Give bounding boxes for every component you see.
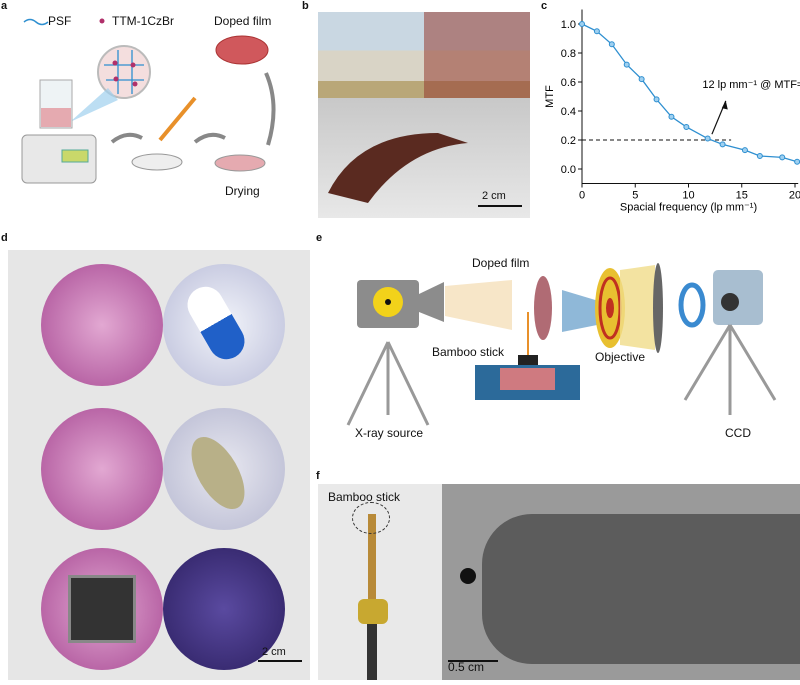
y-tick-label: 0.4 [561, 106, 576, 118]
data-point [608, 41, 615, 48]
y-tick-label: 1.0 [561, 19, 576, 31]
film-overlay [424, 12, 530, 98]
data-point [756, 152, 763, 159]
data-point [741, 147, 748, 154]
xray-image-bamboo [442, 484, 800, 680]
leaf-image [41, 408, 163, 530]
panel-b-scale: 2 cm [482, 190, 506, 202]
panel-a-schematic [21, 18, 276, 184]
e-ccd-label: CCD [725, 426, 751, 440]
xray-images-panel [8, 250, 310, 680]
e-doped-film-label: Doped film [472, 256, 530, 270]
x-tick-label: 10 [682, 190, 694, 202]
drying-dish-icon [214, 154, 266, 172]
y-tick-label: 0.8 [561, 48, 576, 60]
legend-psf: PSF [48, 14, 72, 28]
data-point [579, 21, 585, 27]
data-point [794, 158, 800, 165]
data-point [623, 61, 630, 68]
panel-e-label: e [316, 232, 323, 244]
doped-film-label: Doped film [214, 14, 272, 28]
petri-dish-icon [131, 153, 183, 171]
e-xray-source-label: X-ray source [355, 426, 424, 440]
imaging-setup-diagram [346, 263, 777, 426]
pipette-icon [158, 96, 197, 142]
x-tick-label: 5 [632, 190, 638, 202]
data-point [653, 96, 660, 103]
resolution-chart-image [41, 548, 163, 670]
ttm-legend-icon [99, 18, 105, 24]
data-point [719, 141, 726, 148]
capsule-image [163, 264, 285, 386]
y-tick-label: 0.0 [561, 164, 576, 176]
arrow-head [721, 100, 728, 110]
drying-label: Drying [225, 184, 260, 198]
f-scale-label: 0.5 cm [448, 660, 485, 674]
panel-f-label: f [316, 470, 320, 482]
magnified-resolution-image [163, 548, 285, 670]
f-bamboo-stick-label: Bamboo stick [328, 490, 401, 504]
legend-ttm: TTM-1CzBr [112, 14, 174, 28]
y-tick-label: 0.6 [561, 77, 576, 89]
data-point [779, 154, 786, 161]
film-photo [318, 98, 530, 218]
doped-film-disc [215, 35, 269, 65]
objective-icon [562, 290, 602, 332]
panel-d-label: d [1, 232, 8, 244]
doped-film-icon [534, 276, 552, 340]
ccd-camera-icon [713, 270, 763, 325]
fish-image [163, 408, 285, 530]
e-bamboo-stick-label: Bamboo stick [432, 345, 505, 359]
data-point [638, 76, 645, 83]
panel-b-label: b [302, 0, 309, 12]
data-point [683, 123, 690, 130]
bamboo-stick-photo [318, 484, 442, 680]
panel-a-label: a [1, 0, 8, 12]
x-axis-label: Spacial frequency (lp mm⁻¹) [620, 202, 757, 214]
panel-d-scale: 2 cm [262, 646, 286, 658]
x-tick-label: 15 [736, 190, 748, 202]
stirrer-icon [21, 134, 97, 184]
annotation-text: 12 lp mm⁻¹ @ MTF=0.2 [702, 79, 800, 91]
y-tick-label: 0.2 [561, 135, 576, 147]
e-objective-label: Objective [595, 350, 646, 364]
psf-legend-icon [23, 18, 49, 26]
x-tick-label: 0 [579, 190, 585, 202]
data-point [593, 28, 600, 35]
data-point [668, 113, 675, 120]
panel-c-label: c [541, 0, 548, 12]
screw-image [41, 264, 163, 386]
data-point [704, 135, 711, 142]
x-tick-label: 20 [789, 190, 800, 202]
y-axis-label: MTF [544, 85, 556, 108]
